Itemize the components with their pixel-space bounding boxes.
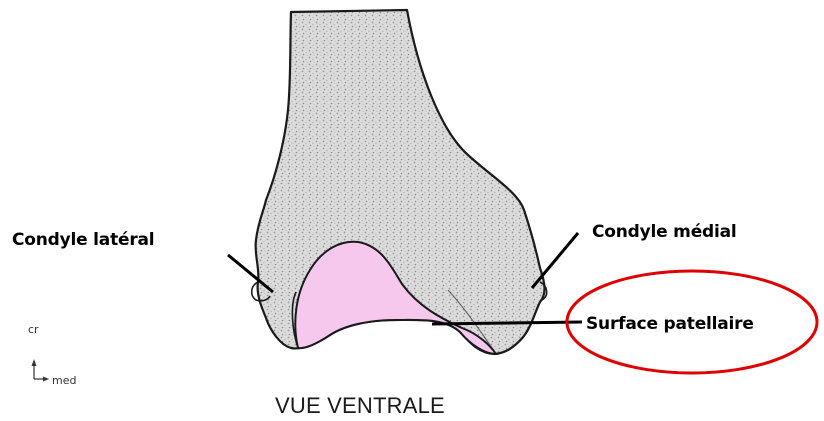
view-title: VUE VENTRALE xyxy=(275,393,445,419)
axis-label-medial: med xyxy=(52,374,76,387)
leader-line-surface-patellaire xyxy=(432,322,582,324)
orientation-indicator xyxy=(32,359,50,382)
label-surface-patellaire: Surface patellaire xyxy=(586,314,754,334)
label-condyle-lateral: Condyle latéral xyxy=(12,230,154,250)
label-condyle-medial: Condyle médial xyxy=(592,222,737,242)
axis-label-cranial: cr xyxy=(28,323,39,336)
